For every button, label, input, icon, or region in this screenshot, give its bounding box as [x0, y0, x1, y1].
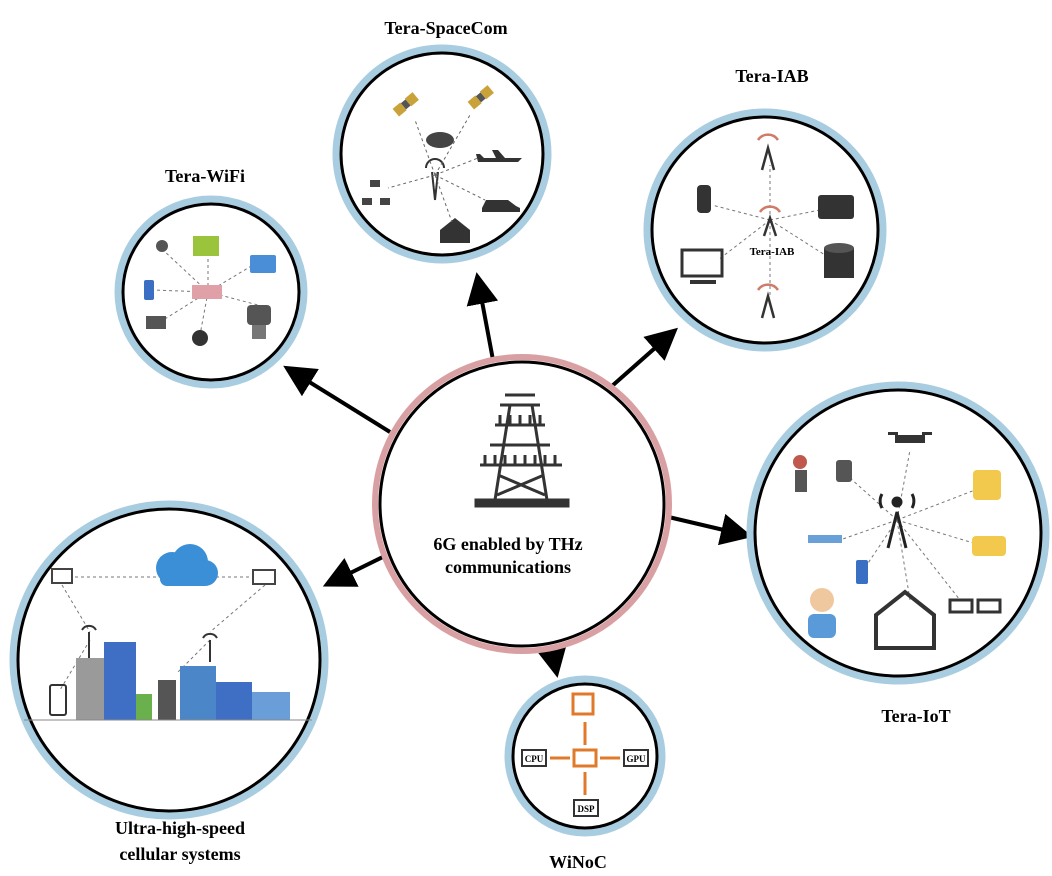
- chip-array: [550, 692, 620, 795]
- center-label-line2: communications: [445, 556, 571, 577]
- printer-icon: [250, 255, 276, 273]
- iab-inner-label: Tera-IAB: [750, 246, 795, 258]
- airplane-icon: [476, 150, 522, 162]
- winoc-node: CPU GPU DSP: [504, 675, 666, 837]
- network-icon: [362, 180, 390, 205]
- mail-icon: [252, 569, 276, 585]
- satellite-icon: [392, 92, 419, 117]
- monitor-icon: [680, 248, 724, 284]
- phone-icon: [49, 684, 67, 716]
- doctor-icon: [808, 588, 836, 638]
- message-icon: [51, 568, 73, 584]
- cellular-node: [9, 500, 329, 820]
- tower-icon: [878, 493, 916, 549]
- iab-label: Tera-IAB: [735, 66, 809, 86]
- tower-icon: [756, 133, 782, 319]
- buildings-left: [76, 642, 152, 720]
- spacecom-node: [332, 44, 552, 264]
- server-icon: [818, 195, 854, 219]
- spacecom-label: Tera-SpaceCom: [384, 18, 508, 38]
- center-label: 6G enabled by THz communications: [408, 533, 608, 578]
- arrow-to-iot: [659, 513, 753, 546]
- drone-icon: [888, 432, 932, 443]
- wifi-label: Tera-WiFi: [165, 166, 245, 186]
- car-icon: [482, 200, 520, 212]
- satellite-icon: [467, 85, 494, 110]
- gpu-chip: GPU: [623, 749, 649, 767]
- iot-node: [746, 381, 1050, 685]
- cloud-icon: [156, 544, 218, 586]
- phone-icon: [856, 560, 868, 584]
- tv-icon: [193, 236, 219, 256]
- cellular-label-line2: cellular systems: [119, 844, 241, 864]
- arrow-to-spacecom: [466, 272, 499, 361]
- patient-icon: [793, 455, 807, 492]
- winoc-label: WiNoC: [549, 852, 607, 872]
- iab-node: Tera-IAB: [643, 108, 887, 352]
- svg-text:CPU: CPU: [525, 754, 544, 764]
- phone-icon: [144, 280, 154, 300]
- user-icon: [192, 330, 208, 346]
- tram-icon: [973, 470, 1001, 500]
- hospital-bed-icon: [808, 535, 842, 543]
- house-icon: [440, 218, 470, 243]
- center-node: [372, 354, 672, 654]
- tower-icon: [81, 624, 218, 662]
- taxi-icon: [972, 536, 1006, 556]
- center-label-line1: 6G enabled by THz: [433, 534, 583, 554]
- database-icon: [824, 243, 854, 278]
- router-icon: [192, 285, 222, 299]
- smart-home-icon: [874, 589, 936, 650]
- arrow-to-wifi: [283, 365, 392, 434]
- iot-label: Tera-IoT: [881, 706, 951, 726]
- webcam-icon: [156, 240, 168, 252]
- svg-text:GPU: GPU: [627, 754, 646, 764]
- glasses-icon: [948, 598, 1002, 614]
- monitor-icon: [146, 316, 166, 329]
- arrow-to-iab: [610, 327, 678, 388]
- cloud-icon: [426, 132, 454, 148]
- cellular-label-line1: Ultra-high-speed: [115, 818, 245, 838]
- tower-icon: [474, 393, 570, 508]
- smartwatch-icon: [836, 460, 852, 482]
- svg-text:DSP: DSP: [577, 804, 595, 814]
- dsp-chip: DSP: [573, 799, 599, 817]
- robot-icon: [247, 305, 271, 339]
- cpu-chip: CPU: [521, 749, 547, 767]
- wifi-node: [114, 195, 308, 389]
- smartwatch-icon: [697, 185, 711, 213]
- buildings-right: [158, 666, 290, 720]
